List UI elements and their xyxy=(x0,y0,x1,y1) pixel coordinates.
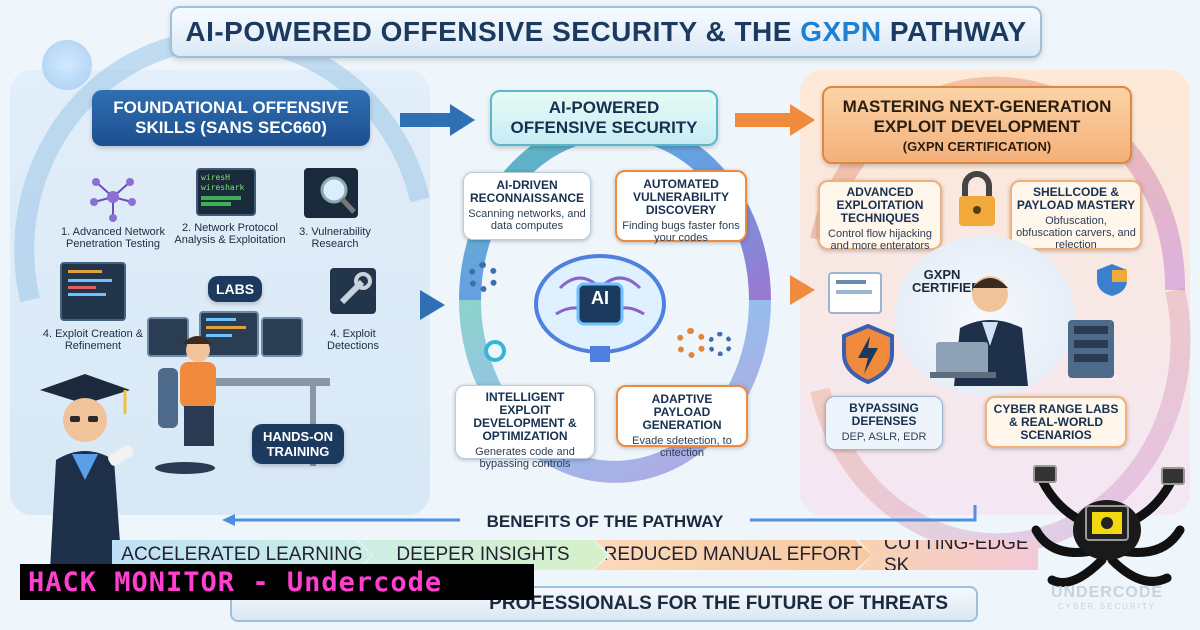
hands-on-training-badge: HANDS-ON TRAINING xyxy=(252,424,344,464)
ai-card-reconnaissance: AI-DRIVEN RECONNAISSANCE Scanning networ… xyxy=(463,172,591,240)
gxpn-card-advanced: ADVANCED EXPLOITATION TECHNIQUES Control… xyxy=(818,180,942,252)
undercode-logo: UNDERCODE CYBER SECURITY xyxy=(1022,460,1192,625)
gear-icon xyxy=(676,328,706,358)
professional-illustration xyxy=(930,266,1040,386)
gear-icon xyxy=(708,332,732,356)
title-highlight: GXPN xyxy=(800,16,882,47)
shield-lightning-icon xyxy=(840,323,896,385)
graduate-illustration xyxy=(30,370,140,570)
undercode-logo-subtext: CYBER SECURITY xyxy=(1057,602,1157,611)
server-rack-icon xyxy=(1068,320,1114,378)
footer-banner: PROFESSIONALS FOR THE FUTURE OF THREATS xyxy=(230,586,978,622)
shield-flag-icon xyxy=(1095,262,1129,298)
undercode-logo-text: UNDERCODE xyxy=(1050,584,1164,601)
shield-badge-icon xyxy=(42,40,92,90)
skill-label-5: 4. Exploit Detections xyxy=(327,328,379,352)
gxpn-certified-label: GXPN CERTIFIED xyxy=(912,267,981,295)
network-nodes-icon xyxy=(88,172,138,222)
ai-card-payload: ADAPTIVE PAYLOAD GENERATION Evade sdetec… xyxy=(616,385,748,459)
benefits-heading: BENEFITS OF THE PATHWAY xyxy=(460,512,750,532)
ai-brain-icon xyxy=(530,248,670,368)
skill-label-1: 1. Advanced Network Penetration Testing xyxy=(61,226,165,250)
page-title: AI-POWERED OFFENSIVE SECURITY & THE GXPN… xyxy=(170,6,1042,58)
skill-label-3: 3. Vulnerability Research xyxy=(299,226,371,250)
skill-label-2: 2. Network Protocol Analysis & Exploitat… xyxy=(174,222,286,246)
ring-node-icon xyxy=(484,340,506,362)
gxpn-card-shellcode: SHELLCODE & PAYLOAD MASTERY Obfuscation,… xyxy=(1010,180,1142,251)
wrench-icon xyxy=(330,268,376,314)
title-prefix: AI-POWERED OFFENSIVE SECURITY & THE xyxy=(185,16,801,47)
ai-chip-label: AI xyxy=(591,288,609,308)
gear-icon xyxy=(468,262,498,292)
title-suffix: PATHWAY xyxy=(881,16,1027,47)
gxpn-card-cyber-range: CYBER RANGE LABS & REAL-WORLD SCENARIOS xyxy=(985,396,1127,448)
benefit-deeper-insights: DEEPER INSIGHTS xyxy=(358,540,608,570)
gxpn-heading: MASTERING NEXT-GENERATION EXPLOIT DEVELO… xyxy=(822,86,1132,164)
code-editor-icon xyxy=(60,262,126,321)
ai-card-vulnerability: AUTOMATED VULNERABILITY DISCOVERY Findin… xyxy=(615,170,747,244)
workstation-illustration xyxy=(140,308,340,478)
hack-monitor-watermark: HACK MONITOR - Undercode xyxy=(20,564,534,600)
foundational-heading: FOUNDATIONAL OFFENSIVE SKILLS (SANS SEC6… xyxy=(92,90,370,146)
skill-label-4: 4. Exploit Creation & Refinement xyxy=(42,328,144,352)
magnifier-code-icon xyxy=(304,168,358,218)
benefit-cutting-edge: CUTTING-EDGE SK xyxy=(858,540,1038,570)
gxpn-card-bypassing: BYPASSING DEFENSES DEP, ASLR, EDR xyxy=(825,396,943,450)
footer-text: PROFESSIONALS FOR THE FUTURE OF THREATS xyxy=(489,593,948,614)
ai-card-exploit-dev: INTELLIGENT EXPLOIT DEVELOPMENT & OPTIMI… xyxy=(455,385,595,470)
labs-badge: LABS xyxy=(208,276,262,302)
ai-heading: AI-POWERED OFFENSIVE SECURITY xyxy=(490,90,718,146)
padlock-icon xyxy=(955,170,999,228)
benefit-reduced-manual-effort: REDUCED MANUAL EFFORT xyxy=(594,540,872,570)
wireshark-window-icon: wiresH wireshark xyxy=(196,168,256,216)
certificate-doc-icon xyxy=(828,272,882,314)
